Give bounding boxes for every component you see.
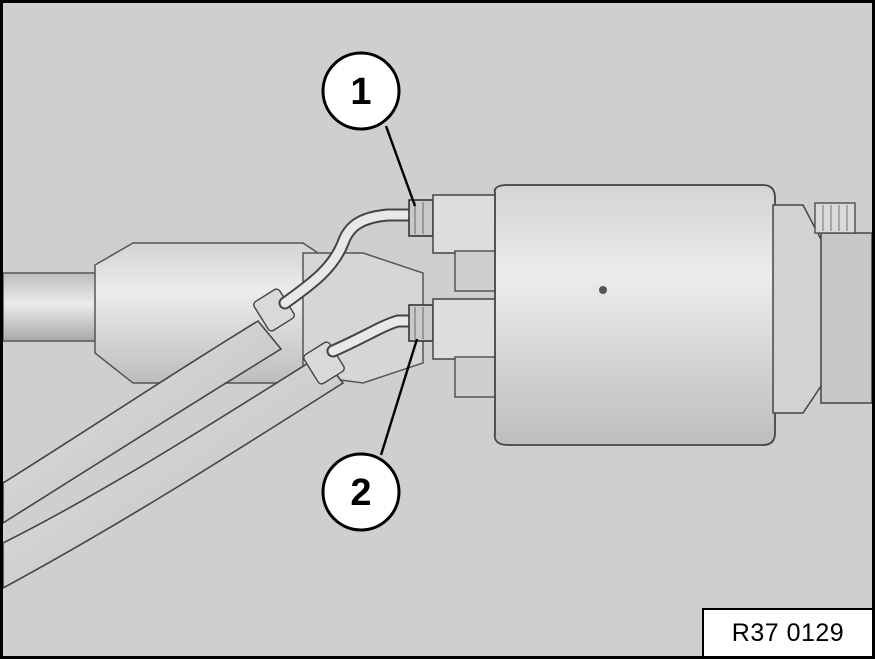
pipe-fittings	[408, 199, 434, 342]
right-end-assembly	[772, 202, 872, 414]
hose-lines	[3, 288, 345, 589]
metal-pipes	[278, 208, 422, 358]
callout-2-label: 2	[350, 472, 371, 514]
callout-1: 1	[321, 51, 417, 207]
hydraulic-unit-illustration: 1 2	[3, 3, 872, 656]
callout-2: 2	[321, 338, 419, 532]
callout-1-label: 1	[350, 71, 371, 113]
figure-reference-code: R37 0129	[702, 608, 872, 656]
pump-cylinder	[493, 184, 776, 446]
port-housings	[432, 194, 504, 398]
